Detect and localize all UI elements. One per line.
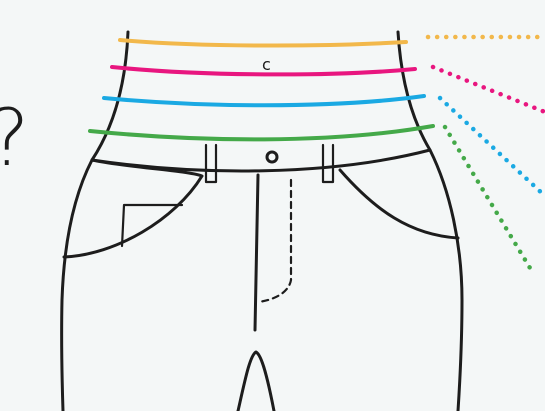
waist-4-line	[90, 126, 433, 139]
leader-lines	[428, 37, 545, 268]
waist-2-leader	[433, 67, 545, 112]
waist-3-line	[104, 96, 424, 105]
waist-1-line	[120, 40, 406, 46]
waist-3-leader	[440, 98, 545, 196]
jeans-front-icon	[62, 32, 462, 411]
button-glyph: c	[262, 55, 271, 74]
button-icon	[267, 152, 277, 162]
question-mark-glyph: ?	[0, 94, 29, 184]
